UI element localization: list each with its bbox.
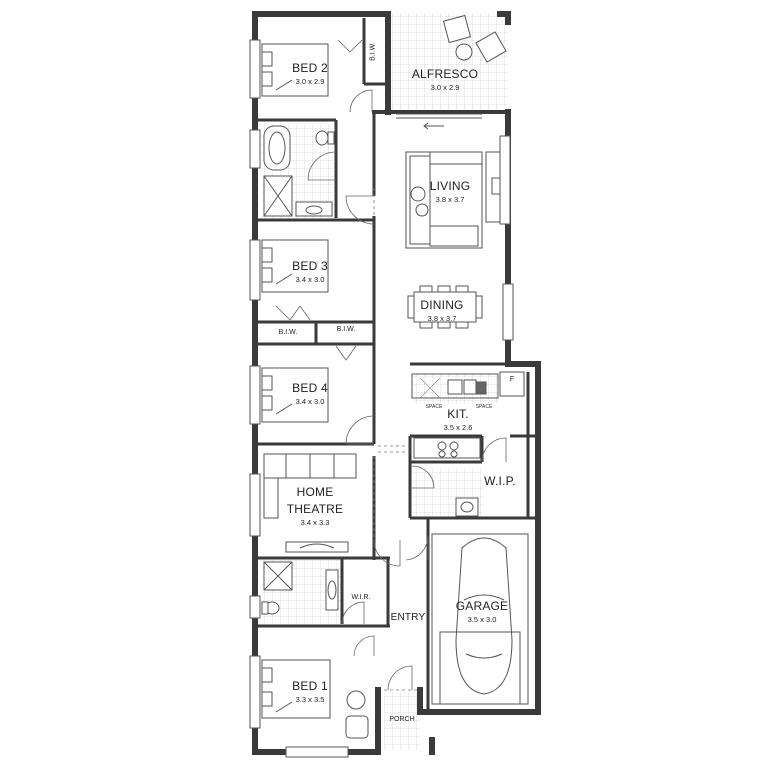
room-name: BED 2 [292, 61, 328, 75]
room-dims: 3.3 x 3.5 [295, 694, 325, 704]
space-right-label: SPACE [475, 404, 493, 410]
entry-label: ENTRY [386, 608, 430, 625]
kitchen-label: KIT. 3.5 x 2.6 [418, 406, 498, 432]
windows [249, 39, 514, 758]
room-name: W.I.P. [484, 474, 516, 488]
room-name: LIVING [429, 179, 471, 193]
room-dims: 3.8 x 3.7 [427, 313, 457, 323]
room-name-line2: THEATRE [286, 501, 344, 516]
room-name: GARAGE [455, 599, 509, 613]
room-name: KIT. [447, 407, 469, 421]
kitchen-fixtures [411, 371, 525, 517]
room-dims: 3.5 x 3.0 [467, 614, 497, 624]
alfresco-furniture [442, 14, 507, 63]
beds [261, 43, 331, 719]
room-dims: 3.5 x 2.6 [443, 422, 473, 432]
dining-table [407, 285, 483, 329]
room-name: DINING [420, 298, 464, 312]
doors [275, 39, 507, 691]
living-furniture [405, 151, 501, 249]
room-dims: 3.0 x 2.9 [295, 76, 325, 86]
room-name: BED 1 [292, 679, 328, 693]
wip-label: W.I.P. [478, 473, 522, 490]
biw-bed2-label: B.I.W. [369, 42, 377, 61]
fridge-label: F [509, 376, 515, 383]
theatre-furniture [263, 453, 357, 553]
room-name: ENTRY [390, 612, 426, 623]
bed1-furniture [345, 690, 369, 739]
bed4-label: BED 4 3.4 x 3.0 [270, 380, 350, 406]
sliding-door [396, 113, 482, 130]
bed2-label: BED 2 3.0 x 2.9 [270, 60, 350, 86]
bath-fixtures [261, 125, 339, 615]
room-dims: 3.8 x 3.7 [435, 194, 465, 204]
living-label: LIVING 3.8 x 3.7 [410, 178, 490, 204]
home-theatre-label: HOME THEATRE 3.4 x 3.3 [270, 484, 360, 526]
room-name: BED 3 [292, 259, 328, 273]
garage-label: GARAGE 3.5 x 3.0 [442, 598, 522, 624]
room-dims: 3.4 x 3.0 [295, 274, 325, 284]
space-left-label: SPACE [425, 404, 443, 410]
openings [373, 188, 418, 691]
biw-bed3-label: B.I.W. [278, 329, 298, 336]
room-dims: 3.4 x 3.3 [300, 517, 330, 527]
dining-label: DINING 3.8 x 3.7 [402, 297, 482, 323]
bed3-label: BED 3 3.4 x 3.0 [270, 258, 350, 284]
alfresco-label: ALFRESCO 3.0 x 2.9 [400, 66, 490, 92]
room-dims: 3.0 x 2.9 [430, 82, 460, 92]
room-name-line1: HOME [296, 485, 334, 499]
biw-bed4-label: B.I.W. [336, 326, 356, 333]
room-name: BED 4 [292, 381, 328, 395]
porch-label: PORCH [389, 716, 415, 723]
wir-label: W.I.R. [351, 594, 371, 601]
room-dims: 3.4 x 3.0 [295, 396, 325, 406]
bed1-label: BED 1 3.3 x 3.5 [270, 678, 350, 704]
garage-car [431, 533, 529, 705]
room-name: ALFRESCO [411, 67, 479, 81]
